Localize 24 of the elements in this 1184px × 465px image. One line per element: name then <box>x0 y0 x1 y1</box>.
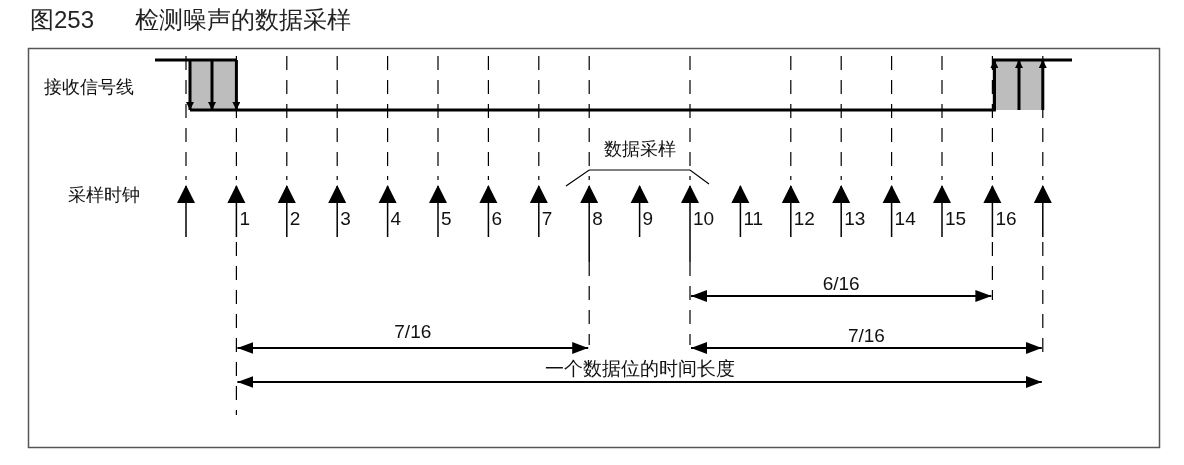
tick-number: 5 <box>441 209 452 228</box>
diagram-title: 图253 检测噪声的数据采样 <box>30 8 351 32</box>
tick-number: 4 <box>390 209 402 228</box>
tick-number: 1 <box>239 209 250 228</box>
tick-number: 9 <box>642 209 654 228</box>
bracket-label: 数据采样 <box>603 140 676 158</box>
tick-number: 12 <box>793 209 815 228</box>
clock-label: 采样时钟 <box>68 186 140 204</box>
tick-number: 14 <box>894 209 916 228</box>
tick-number: 10 <box>693 209 715 228</box>
tick-number: 7 <box>541 209 553 228</box>
dimension-label: 7/16 <box>394 322 432 341</box>
tick-number: 8 <box>592 209 603 228</box>
tick-number: 15 <box>945 209 967 228</box>
dimension-label: 7/16 <box>847 326 885 345</box>
tick-number: 13 <box>844 209 866 228</box>
dimension-label: 一个数据位的时间长度 <box>542 359 737 378</box>
tick-number: 3 <box>340 209 351 228</box>
signal-label: 接收信号线 <box>44 78 134 96</box>
tick-number: 11 <box>743 209 764 228</box>
tick-number: 16 <box>995 209 1017 228</box>
tick-number: 6 <box>491 209 502 228</box>
tick-number: 2 <box>289 209 301 228</box>
dimension-label: 6/16 <box>822 274 860 293</box>
